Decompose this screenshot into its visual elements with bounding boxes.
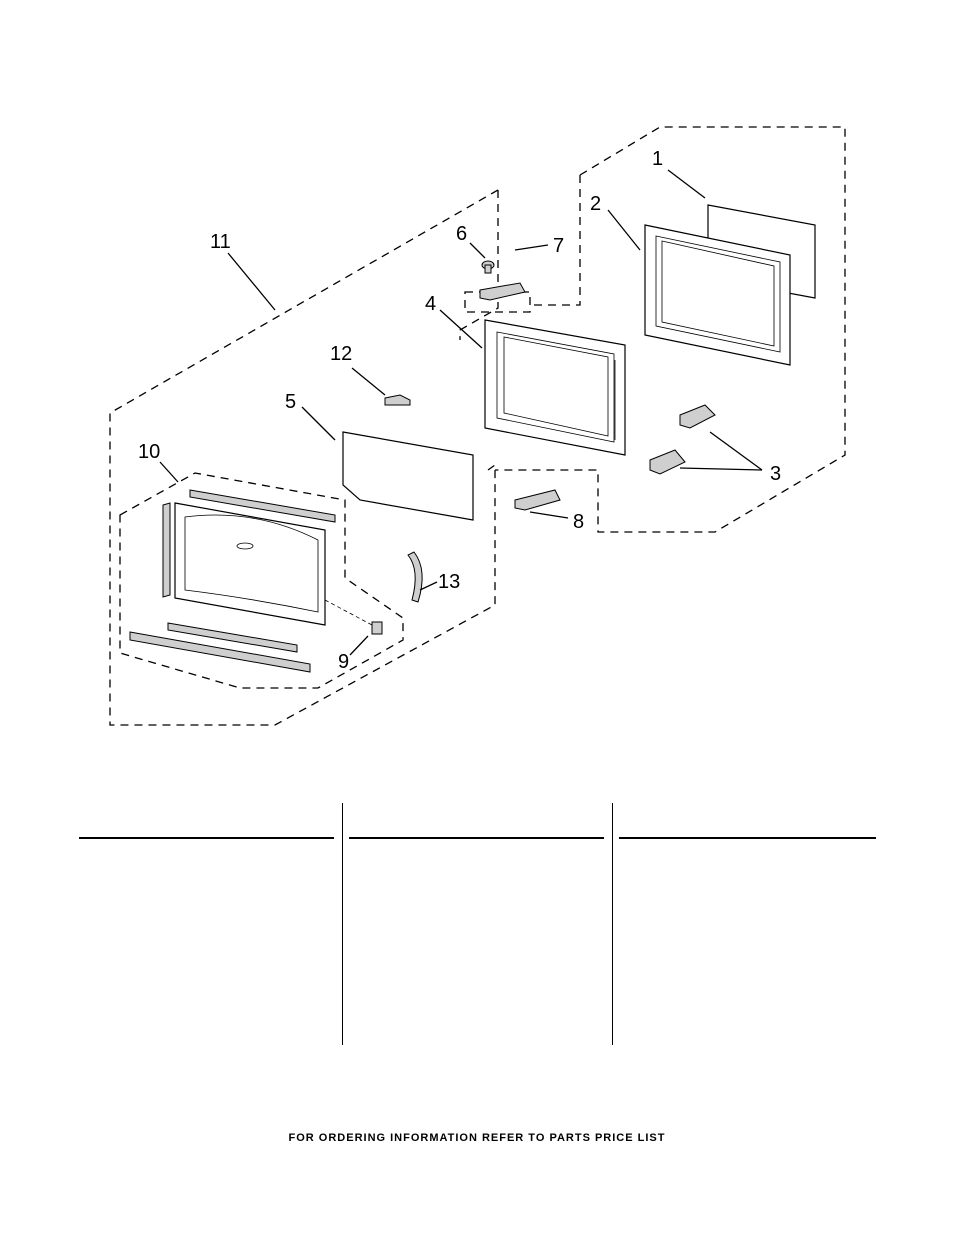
table-header-rule-1 [79,837,334,839]
group-11-boundary [459,190,499,340]
part-3-latch-lower [649,449,686,475]
part-6-screw [481,260,495,274]
callout-7: 7 [553,235,564,257]
ordering-info-footer: FOR ORDERING INFORMATION REFER TO PARTS … [288,1132,666,1144]
callout-4: 4 [425,293,436,315]
callout-2: 2 [590,193,601,215]
table-column-divider-1 [342,803,343,1045]
callout-12: 12 [330,343,352,365]
callout-13: 13 [438,571,460,593]
part-12-clip [384,394,411,406]
part-4-door-frame [484,319,626,456]
callout-6: 6 [456,223,467,245]
group-right-inner [530,175,581,306]
table-header-rule-2 [349,837,604,839]
part-8-hinge [514,489,561,511]
part-13-handle [407,551,423,603]
callout-1: 1 [652,148,663,170]
callout-10: 10 [138,441,160,463]
part-5-glass [342,431,474,521]
callout-8: 8 [573,511,584,533]
part-9-screw [324,599,383,635]
part-3-latch-upper [679,404,716,429]
part-7-hinge [479,282,526,301]
table-column-divider-2 [612,803,613,1045]
callout-9: 9 [338,651,349,673]
table-header-rule-3 [619,837,876,839]
callout-11: 11 [210,231,231,253]
callout-5: 5 [285,391,296,413]
group-11-outline [109,189,499,726]
callout-3: 3 [770,463,781,485]
part-2-frame [644,224,791,366]
group-10-boundary [119,472,404,689]
group-right-boundary [495,126,846,533]
part-10-door [129,489,336,673]
exploded-parts-diagram: 1 2 11 6 7 4 12 5 10 3 8 13 9 [109,126,846,726]
